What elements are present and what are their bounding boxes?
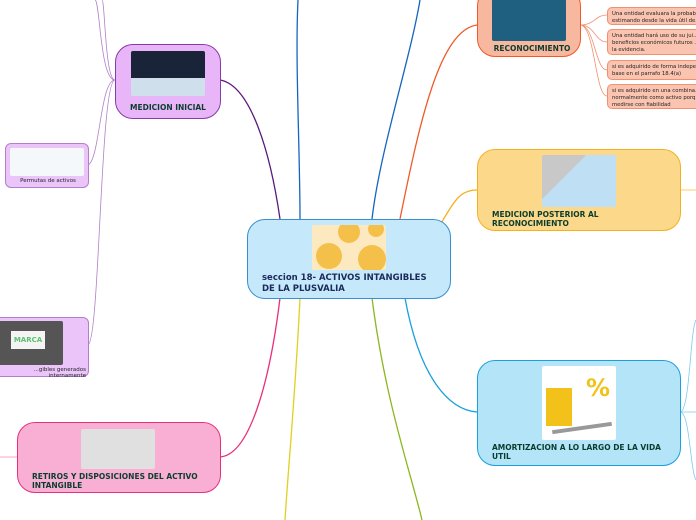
calculator-hands-image bbox=[492, 0, 566, 41]
intangibles-generados-node[interactable]: MARCA ...gibles generados internamente bbox=[0, 317, 89, 379]
medicion-inicial-title: MEDICION INICIAL bbox=[130, 103, 206, 112]
central-topic-title: seccion 18- ACTIVOS INTANGIBLES DE LA PL… bbox=[262, 273, 427, 294]
cash-register-image bbox=[81, 429, 155, 469]
amortizacion-title: AMORTIZACION A LO LARGO DE LA VIDA UTIL bbox=[492, 443, 661, 461]
note-1[interactable]: Una entidad evaluara la probab... estima… bbox=[607, 7, 696, 25]
central-topic[interactable]: seccion 18- ACTIVOS INTANGIBLES DE LA PL… bbox=[247, 219, 451, 299]
note-4[interactable]: si es adquirido en una combina... normal… bbox=[607, 84, 696, 109]
intangibles-label: ...gibles generados internamente bbox=[33, 367, 86, 379]
branch-reconocimiento[interactable]: RECONOCIMIENTO bbox=[477, 0, 581, 57]
marca-image: MARCA bbox=[0, 321, 63, 365]
handshake-image bbox=[131, 51, 205, 96]
exchange-image bbox=[10, 148, 84, 176]
marca-text: MARCA bbox=[11, 331, 45, 349]
branch-amortizacion[interactable]: % AMORTIZACION A LO LARGO DE LA VIDA UTI… bbox=[477, 360, 681, 466]
calculator-chart-image bbox=[542, 155, 616, 207]
branch-medicion-inicial[interactable]: MEDICION INICIAL bbox=[115, 44, 221, 119]
permutas-node[interactable]: Permutas de activos bbox=[5, 143, 89, 188]
note-3[interactable]: si es adquirido de forma indepe... base … bbox=[607, 60, 696, 80]
retiros-title: RETIROS Y DISPOSICIONES DEL ACTIVO INTAN… bbox=[32, 472, 198, 490]
permutas-label: Permutas de activos bbox=[20, 178, 76, 184]
note-2[interactable]: Una entidad hará uso de su jui... benefi… bbox=[607, 29, 696, 55]
branch-medicion-posterior[interactable]: MEDICION POSTERIOR AL RECONOCIMIENTO bbox=[477, 149, 681, 231]
branch-retiros[interactable]: RETIROS Y DISPOSICIONES DEL ACTIVO INTAN… bbox=[17, 422, 221, 493]
price-tags-image bbox=[312, 225, 386, 270]
reconocimiento-title: RECONOCIMIENTO bbox=[493, 44, 571, 53]
house-percent-image: % bbox=[542, 366, 616, 440]
medicion-posterior-title: MEDICION POSTERIOR AL RECONOCIMIENTO bbox=[492, 210, 599, 228]
